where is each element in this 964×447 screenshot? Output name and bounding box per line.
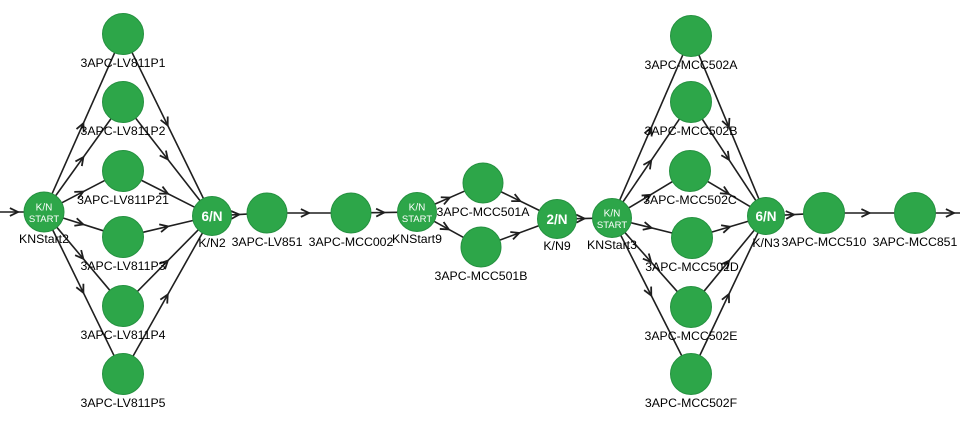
node-inner-text: K/N [36,203,53,214]
edge-arrowhead [159,259,170,270]
node-circle-LV811P2 [102,81,144,123]
node-circle-MCC510 [803,192,845,234]
edge-arrowhead [158,186,170,195]
edge-arrowhead [643,125,653,137]
node-label-KNStart9: KNStart9 [392,232,442,246]
node-label-LV811P2: 3APC-LV811P2 [81,124,166,138]
node-circle-MCC502D [671,217,713,259]
node-label-LV811P1: 3APC-LV811P1 [81,56,166,70]
node-circle-MCC002 [330,192,372,234]
edge-arrowhead [945,208,957,218]
node-circle-MCC502A [670,15,712,57]
edge-arrowhead [439,221,451,231]
node-circle-KN9 [537,199,577,239]
edge-arrowhead [74,190,86,200]
node-circle-MCC502B [670,81,712,123]
edge-arrowhead [575,213,587,224]
node-label-MCC502E: 3APC-MCC502E [645,329,738,343]
node-label-KN3: K/N3 [752,236,779,250]
edge-arrowhead [440,196,452,206]
node-inner-text: START [402,214,432,225]
edge-arrowhead [721,292,730,304]
node-inner-text: K/N [409,203,426,214]
edge-arrowhead [159,223,170,233]
edge-arrowhead [160,116,169,128]
edge-arrowhead [75,121,85,133]
node-circle-LV811P21 [102,150,144,192]
edge-arrowhead [510,231,522,241]
edge-arrowhead [642,253,653,264]
node-circle-MCC501A [462,162,504,204]
edge-arrowhead [511,193,523,203]
node-label-MCC502C: 3APC-MCC502C [643,193,737,207]
node-inner-text: 6/N [201,209,222,224]
node-label-MCC501A: 3APC-MCC501A [437,205,531,219]
node-inner-text: 6/N [755,209,776,224]
edge-arrowhead [642,221,654,231]
edge-arrowhead [74,249,85,261]
node-label-MCC502D: 3APC-MCC502D [645,260,739,274]
edge-arrowhead [641,193,653,203]
node-label-LV811P4: 3APC-LV811P4 [81,328,166,342]
node-circle-KNStart9 [397,192,437,232]
node-circle-KNStart3 [592,198,632,238]
edge-arrowhead [720,259,731,270]
node-inner-text: K/N [604,209,621,220]
node-label-KNStart2: KNStart2 [19,232,69,246]
node-label-KNStart3: KNStart3 [587,238,637,252]
edge-arrowhead [721,117,731,129]
node-circle-LV811P3 [102,216,144,258]
node-circle-KN2 [192,196,232,236]
node-label-MCC502F: 3APC-MCC502F [645,396,738,410]
node-label-LV811P5: 3APC-LV811P5 [81,396,166,410]
edge-arrowhead [230,210,242,220]
edge-arrowhead [375,207,387,218]
node-label-KN9: K/N9 [543,239,570,253]
edge-arrowhead [300,208,312,218]
edge-arrowhead [642,158,653,170]
node-label-MCC501B: 3APC-MCC501B [435,269,528,283]
node-inner-text: START [597,220,627,231]
node-circle-MCC502F [670,353,712,395]
edge-arrowhead [74,217,86,227]
node-circle-LV811P1 [102,13,144,55]
edge-arrowhead [643,286,653,298]
node-circle-KN3 [747,197,785,235]
edge-arrowhead [720,224,732,234]
node-label-MCC502A: 3APC-MCC502A [645,58,739,72]
node-circle-LV851 [246,192,288,234]
node-label-MCC851: 3APC-MCC851 [873,235,958,249]
node-label-LV811P21: 3APC-LV811P21 [77,193,169,207]
edge-arrowhead [75,283,85,295]
node-inner-text: 2/N [546,212,567,227]
node-circle-MCC502C [669,150,711,192]
node-inner-text: START [29,214,59,225]
node-circle-MCC502E [670,286,712,328]
node-label-MCC502B: 3APC-MCC502B [645,124,738,138]
node-label-LV851: 3APC-LV851 [232,235,303,249]
node-circle-MCC501B [460,226,502,268]
node-circle-KNStart2 [23,191,65,233]
edge-arrowhead [720,150,731,162]
node-circle-LV811P5 [102,353,144,395]
edge-arrowhead [785,210,797,220]
edge-arrowhead [159,292,169,304]
edge-arrowhead [719,185,731,196]
edge-arrowhead [159,150,170,162]
node-label-MCC510: 3APC-MCC510 [782,235,867,249]
edge-arrowhead [75,155,85,167]
node-label-LV811P3: 3APC-LV811P3 [81,259,166,273]
node-circle-LV811P4 [102,285,144,327]
node-circle-MCC851 [894,192,936,234]
node-label-MCC002: 3APC-MCC002 [309,235,394,249]
node-label-KN2: K/N2 [198,236,225,250]
edge-arrowhead [861,208,872,218]
edge-arrowhead [9,207,21,217]
